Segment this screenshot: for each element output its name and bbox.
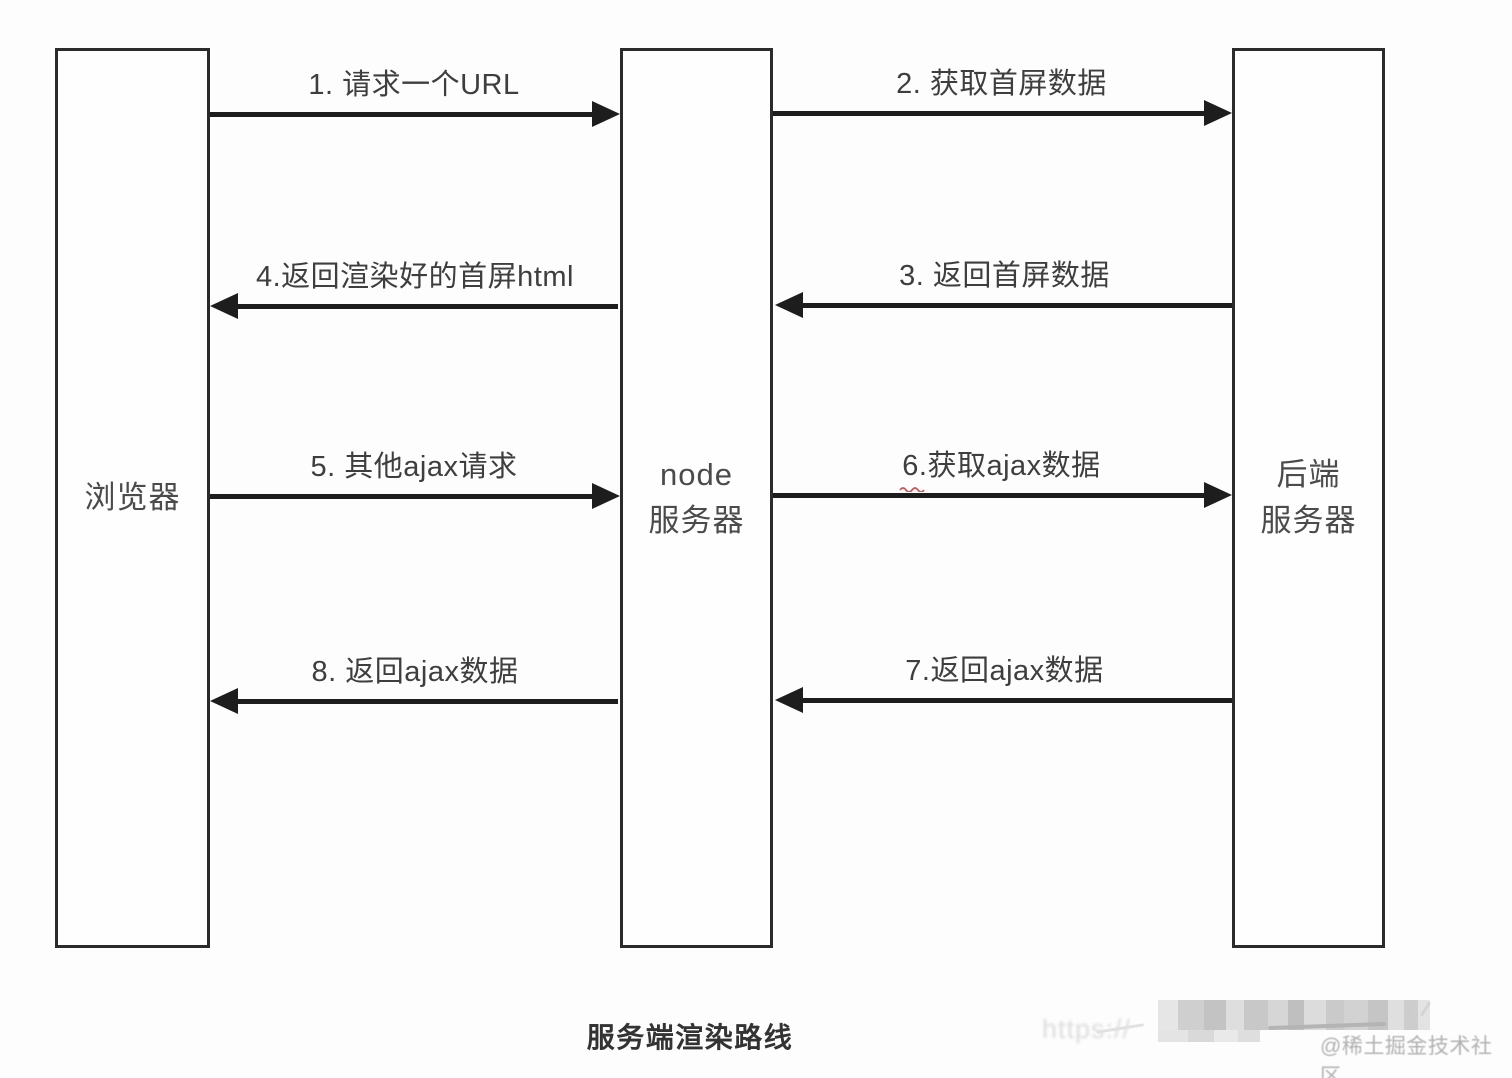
spellcheck-squiggle-icon (898, 487, 925, 492)
backend-server-box: 后端 服务器 (1232, 48, 1385, 948)
watermark-credit-text: @稀土掘金技术社区 (1320, 1035, 1493, 1078)
browser-box: 浏览器 (55, 48, 210, 948)
diagram-caption: 服务端渲染路线 (586, 1022, 794, 1053)
arrow-line (210, 112, 595, 117)
arrow-5-label: 5. 其他ajax请求 (310, 451, 518, 483)
node-server-box-label: node 服务器 (649, 452, 745, 545)
arrow-1-label: 1. 请求一个URL (308, 69, 520, 101)
backend-server-box-label: 后端 服务器 (1261, 452, 1357, 545)
arrow-line (800, 698, 1232, 703)
browser-box-label: 浏览器 (85, 475, 181, 522)
arrow-7-label: 7.返回ajax数据 (905, 655, 1104, 687)
node-server-label-line1: node (660, 456, 733, 492)
arrowhead-left-icon (775, 687, 803, 713)
backend-server-label-line1: 后端 (1276, 456, 1341, 492)
arrowhead-right-icon (592, 483, 620, 509)
arrowhead-right-icon (1204, 482, 1232, 508)
arrowhead-left-icon (210, 293, 238, 319)
browser-label-line: 浏览器 (84, 479, 181, 515)
arrow-line (773, 493, 1207, 498)
node-server-box: node 服务器 (620, 48, 773, 948)
arrow-8-label: 8. 返回ajax数据 (311, 656, 519, 688)
node-server-label-line2: 服务器 (648, 503, 745, 538)
arrow-6-label: 6.获取ajax数据 (902, 450, 1101, 482)
arrowhead-right-icon (1204, 100, 1232, 126)
arrow-2-label: 2. 获取首屏数据 (896, 68, 1107, 100)
arrowhead-left-icon (210, 688, 238, 714)
arrow-3-label: 3. 返回首屏数据 (899, 260, 1110, 292)
arrow-4-label: 4.返回渲染好的首屏html (256, 261, 574, 293)
arrow-line (235, 304, 618, 309)
arrow-line (210, 494, 595, 499)
arrow-line (800, 303, 1232, 308)
arrow-line (235, 699, 618, 704)
arrow-line (773, 111, 1207, 116)
arrowhead-right-icon (592, 101, 620, 127)
backend-server-label-line2: 服务器 (1260, 503, 1357, 538)
arrowhead-left-icon (775, 292, 803, 318)
pixelated-blur-blocks-row2 (1158, 1030, 1260, 1042)
